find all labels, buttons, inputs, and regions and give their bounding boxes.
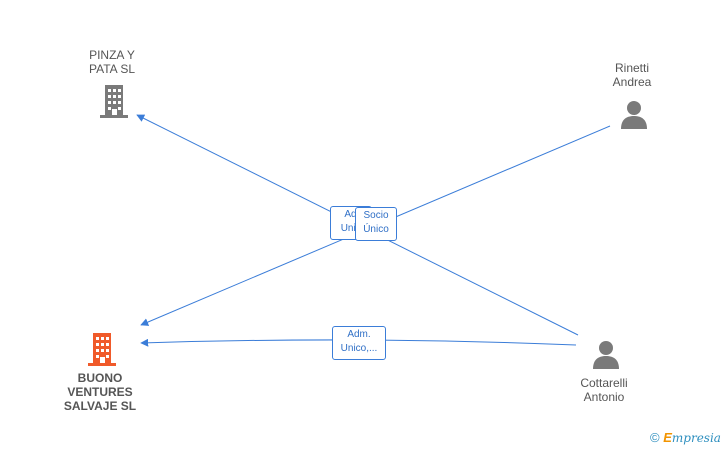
node-buono-label: BUONO VENTURES SALVAJE SL — [55, 371, 145, 413]
node-rinetti-name-line1: Rinetti — [614, 61, 649, 75]
node-rinetti-label: Rinetti Andrea — [596, 61, 668, 89]
edge-label-adm-unico-etc-line2: Unico,... — [340, 343, 378, 354]
building-icon[interactable] — [86, 331, 118, 367]
brand-name: mpresia — [671, 431, 721, 445]
node-cottarelli-name-line1: Cottarelli — [580, 376, 628, 390]
node-buono-name-line1: BUONO — [77, 371, 123, 385]
edge-label-adm-unico-etc-line1: Adm. — [347, 329, 371, 340]
brand-e: E — [663, 430, 672, 445]
building-icon[interactable] — [98, 83, 130, 119]
person-icon[interactable] — [618, 98, 650, 130]
empresia-logo: © Empresia — [650, 430, 721, 445]
edge-label-adm-unico-etc[interactable]: Adm. Unico,... — [332, 326, 386, 360]
node-cottarelli-name-line2: Antonio — [583, 390, 625, 404]
edge-label-adm-unico-line2: Unico — [340, 223, 367, 234]
node-buono-name-line3: SALVAJE SL — [63, 399, 137, 413]
node-pinza-label: PINZA Y PATA SL — [72, 48, 152, 76]
node-pinza-name-line1: PINZA Y — [89, 48, 135, 62]
edge-label-socio-unico[interactable]: Socio Único — [355, 207, 397, 241]
node-rinetti-name-line2: Andrea — [612, 75, 652, 89]
person-icon[interactable] — [590, 338, 622, 370]
node-cottarelli-label: Cottarelli Antonio — [564, 376, 644, 404]
node-pinza-name-line2: PATA SL — [88, 62, 136, 76]
copyright-icon: © — [650, 430, 660, 445]
edge-label-socio-unico-line2: Único — [363, 224, 389, 235]
node-buono-name-line2: VENTURES — [67, 385, 133, 399]
edge-label-socio-unico-line1: Socio — [363, 210, 389, 221]
